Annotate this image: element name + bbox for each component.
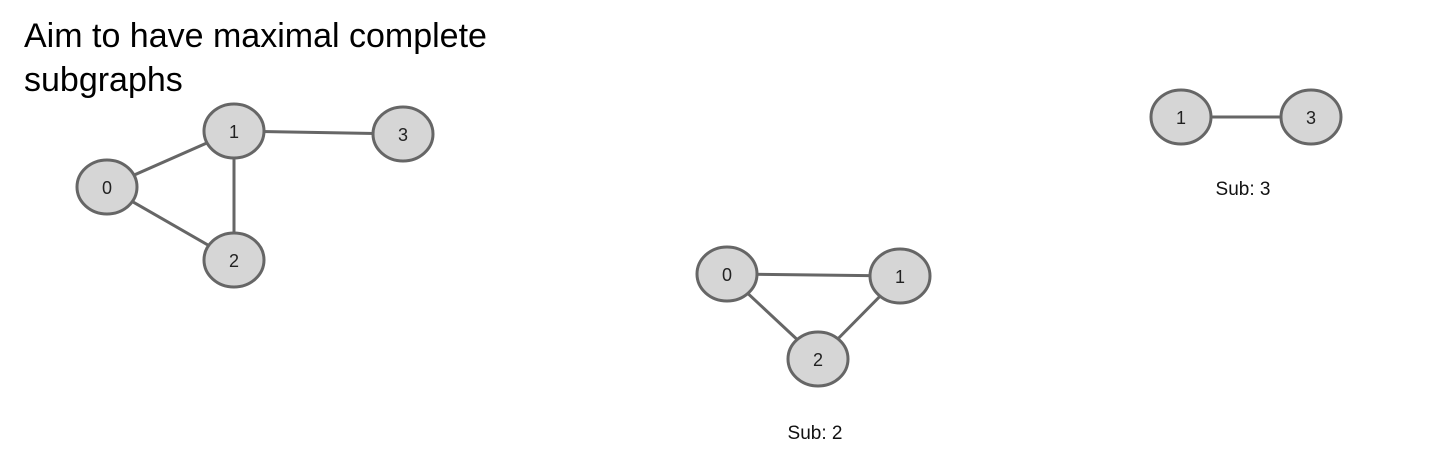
page-title: Aim to have maximal complete subgraphs [24, 17, 487, 99]
node-0: 0 [75, 158, 139, 216]
node-0: 0 [695, 245, 759, 303]
node-label: 0 [102, 178, 112, 198]
node-1: 1 [868, 247, 932, 305]
node-label: 2 [813, 350, 823, 370]
original-graph: 0 1 2 3 [75, 102, 435, 289]
node-1: 1 [202, 102, 266, 160]
node-3: 3 [1279, 88, 1343, 146]
node-label: 1 [895, 267, 905, 287]
node-label: 2 [229, 251, 239, 271]
node-2: 2 [786, 330, 850, 388]
subgraph-caption: Sub: 3 [1216, 179, 1271, 200]
subgraph-3: 1 3 Sub: 3 [1149, 88, 1343, 200]
node-label: 1 [1176, 108, 1186, 128]
node-label: 1 [229, 122, 239, 142]
node-label: 3 [1306, 108, 1316, 128]
node-1: 1 [1149, 88, 1213, 146]
node-label: 3 [398, 125, 408, 145]
node-3: 3 [371, 105, 435, 163]
subgraph-caption: Sub: 2 [788, 423, 843, 444]
node-2: 2 [202, 231, 266, 289]
node-label: 0 [722, 265, 732, 285]
subgraph-2: 0 1 2 Sub: 2 [695, 245, 932, 444]
